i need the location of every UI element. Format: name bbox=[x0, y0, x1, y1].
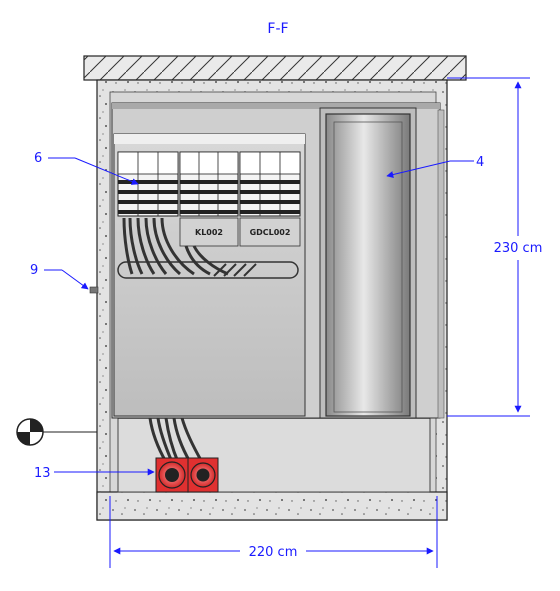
callout-13: 13 bbox=[34, 466, 155, 481]
callout-6: 6 bbox=[34, 151, 139, 185]
callout-9: 9 bbox=[30, 263, 89, 290]
width-dimension-label: 220 cm bbox=[249, 545, 298, 560]
width-dimension: 220 cm bbox=[109, 496, 438, 568]
cable-tray bbox=[117, 261, 299, 279]
height-dimension: 230 cm bbox=[447, 77, 543, 417]
switch-module-1 bbox=[117, 151, 179, 217]
base-slab bbox=[96, 491, 448, 521]
callout-label-9: 9 bbox=[30, 263, 38, 278]
switch-module-2 bbox=[179, 151, 239, 217]
switch-module-3 bbox=[239, 151, 301, 217]
roof-slab bbox=[83, 55, 467, 81]
cable-bundle bbox=[122, 217, 229, 276]
callout-label-6: 6 bbox=[34, 151, 42, 166]
section-title: F-F bbox=[267, 21, 288, 37]
module-label-kl002: KL002 bbox=[195, 228, 223, 237]
cable-ducts bbox=[155, 457, 219, 493]
transformer-door bbox=[319, 107, 417, 419]
height-dimension-label: 230 cm bbox=[494, 241, 543, 256]
module-label-gdcl002: GDCL002 bbox=[250, 228, 291, 237]
terminal-box-3 bbox=[239, 217, 301, 247]
callout-label-4: 4 bbox=[476, 155, 484, 170]
switch-modules: KL002 GDCL002 bbox=[117, 151, 301, 247]
earthing-bracket bbox=[89, 286, 99, 294]
terminal-box-2 bbox=[179, 217, 239, 247]
callout-label-13: 13 bbox=[34, 466, 51, 481]
callout-4: 4 bbox=[386, 155, 484, 178]
ground-level-symbol bbox=[16, 418, 97, 446]
